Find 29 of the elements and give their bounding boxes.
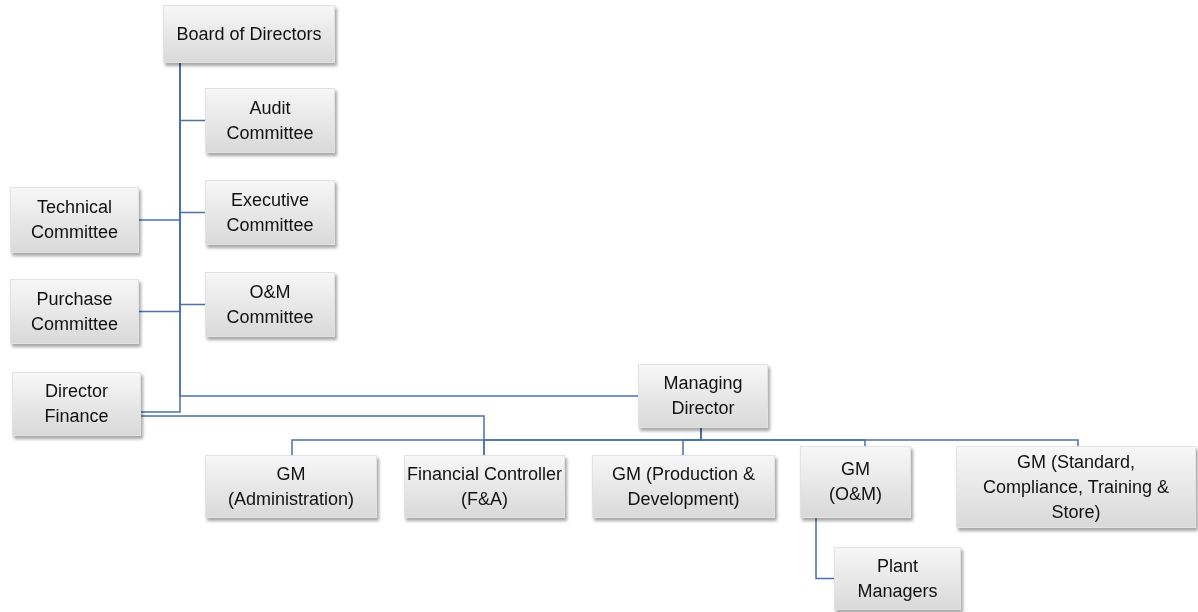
org-box xyxy=(163,5,335,63)
org-box xyxy=(956,446,1196,528)
org-box xyxy=(205,180,335,245)
box-label: O&M Committee xyxy=(225,280,315,329)
org-box xyxy=(404,455,565,518)
box-label: Technical Committee xyxy=(30,196,119,244)
box-label: Plant Managers xyxy=(856,554,939,603)
org-box xyxy=(205,455,377,518)
org-box xyxy=(638,364,768,428)
connector-line xyxy=(815,517,835,580)
box-label: GM (Production & Development) xyxy=(610,462,757,511)
org-box xyxy=(12,372,141,436)
box-label: Executive Committee xyxy=(225,188,315,237)
box-label: GM (Standard, Compliance, Training & Store) xyxy=(981,450,1171,524)
org-box xyxy=(205,88,335,153)
box-label: Purchase Committee xyxy=(30,287,119,336)
org-box xyxy=(205,272,335,337)
org-box xyxy=(800,446,911,518)
org-box xyxy=(10,187,139,253)
org-box xyxy=(834,547,961,610)
box-label: GM (Administration) xyxy=(226,462,355,511)
box-label: Managing Director xyxy=(662,372,744,420)
box-label: Financial Controller (F&A) xyxy=(405,462,564,511)
box-label: Director Finance xyxy=(43,380,110,428)
org-box xyxy=(592,455,775,518)
box-label: Board of Directors xyxy=(175,22,323,46)
box-label: GM (O&M) xyxy=(828,458,883,506)
org-box xyxy=(10,279,139,344)
box-label: Audit Committee xyxy=(225,96,315,145)
